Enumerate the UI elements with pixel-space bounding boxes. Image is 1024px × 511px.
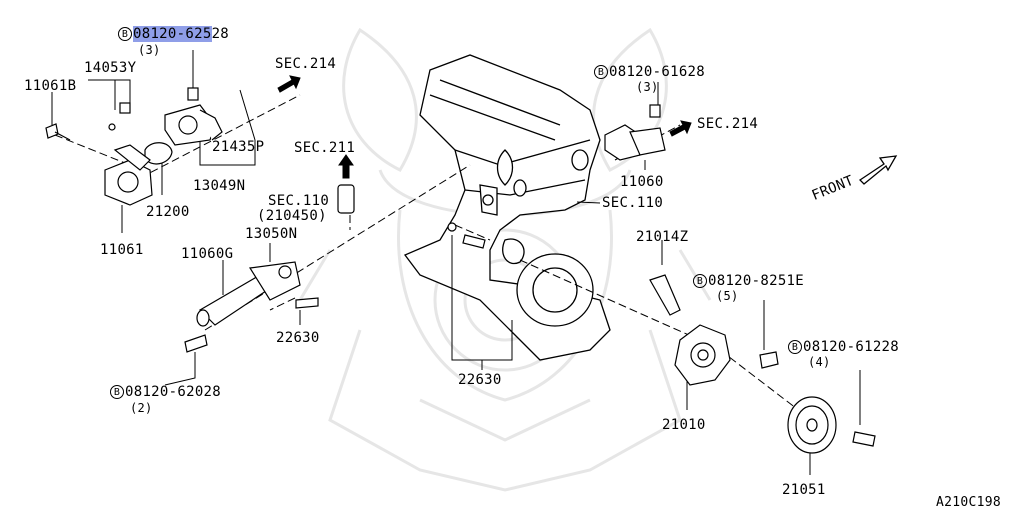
label-sec110-mid: SEC.110	[268, 193, 330, 209]
temp-sensor-center	[447, 222, 486, 249]
label-22630-left: 22630	[276, 330, 320, 346]
qty-bolt-08120-62028: (2)	[130, 401, 153, 415]
water-inlet-pipe	[184, 261, 319, 353]
arrow-sec211-icon	[338, 154, 354, 179]
label-sec214-left: SEC.214	[275, 56, 337, 72]
qty-bolt-08120-61628: (3)	[636, 80, 659, 94]
arrow-sec214-left-icon	[277, 75, 301, 93]
thermostat-housing-cluster	[45, 87, 223, 206]
label-14053y: 14053Y	[84, 60, 137, 76]
label-13049n: 13049N	[193, 178, 246, 194]
direction-arrows	[277, 75, 692, 179]
label-sec211: SEC.211	[294, 140, 356, 156]
label-21435p: 21435P	[212, 139, 265, 155]
highlight-part-number: 08120-625	[133, 26, 212, 42]
qty-bolt-08120-61228: (4)	[808, 355, 831, 369]
water-pump	[649, 274, 779, 386]
label-21014z: 21014Z	[636, 229, 689, 245]
label-11060: 11060	[620, 174, 664, 190]
label-11061b: 11061B	[24, 78, 77, 94]
label-11060g: 11060G	[181, 246, 234, 262]
label-sec214-right: SEC.214	[697, 116, 759, 132]
label-22630-center: 22630	[458, 372, 502, 388]
water-outlet-right	[604, 104, 666, 161]
front-arrow-icon	[858, 155, 898, 185]
water-pump-pulley	[787, 396, 876, 454]
arrow-sec214-right-icon	[669, 120, 692, 137]
label-210450: (210450)	[257, 208, 327, 224]
qty-bolt-08120-62528: (3)	[138, 43, 161, 57]
label-sec110-right: SEC.110	[602, 195, 664, 211]
label-13050n: 13050N	[245, 226, 298, 242]
qty-bolt-08120-8251e: (5)	[716, 289, 739, 303]
label-21200: 21200	[146, 204, 190, 220]
label-21051: 21051	[782, 482, 826, 498]
label-21010: 21010	[662, 417, 706, 433]
sensor-sec211	[337, 184, 355, 214]
diagram-id-code: A210C198	[936, 495, 1002, 510]
label-11061: 11061	[100, 242, 144, 258]
engine-block	[403, 54, 611, 361]
